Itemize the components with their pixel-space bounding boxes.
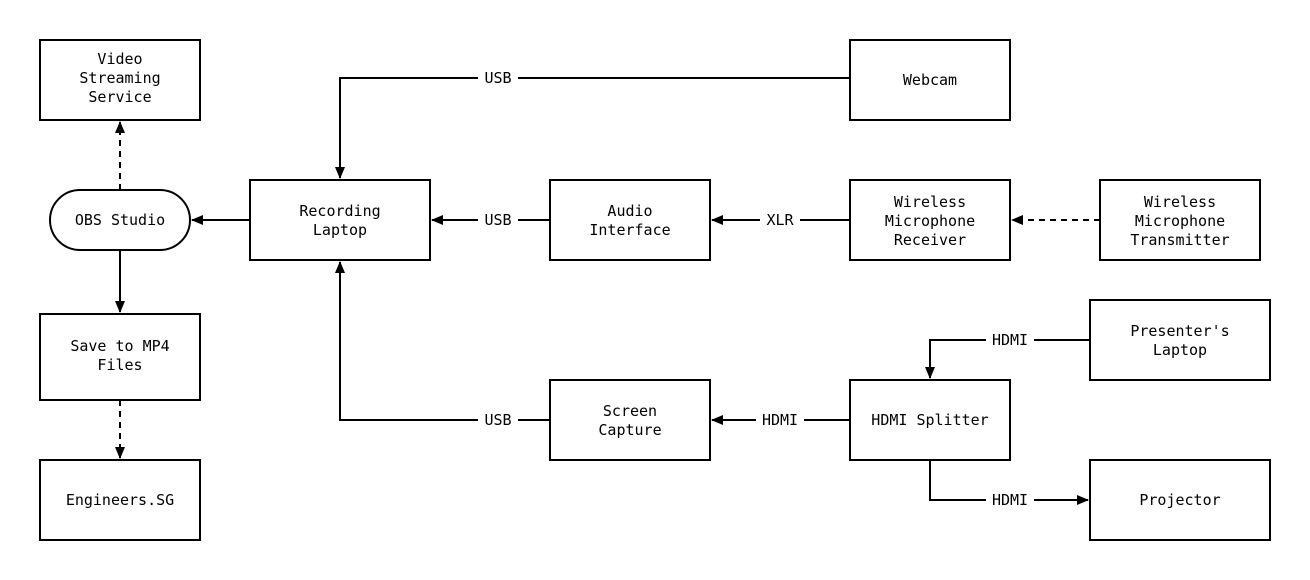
svg-text:HDMI: HDMI — [992, 491, 1028, 509]
node-wireless-microphone-receiver: Wireless Microphone Receiver — [849, 179, 1011, 261]
edge-screen-capture-to-recording-laptop — [335, 261, 550, 421]
svg-text:USB: USB — [484, 411, 511, 429]
svg-text:USB: USB — [484, 69, 511, 87]
node-presenters-laptop: Presenter's Laptop — [1089, 299, 1271, 381]
svg-text:Wireless: Wireless — [894, 193, 966, 211]
svg-text:Streaming: Streaming — [79, 69, 160, 87]
node-obs-studio: OBS Studio — [49, 189, 191, 251]
svg-text:Laptop: Laptop — [313, 221, 367, 239]
svg-text:Interface: Interface — [589, 221, 670, 239]
svg-text:Video: Video — [97, 50, 142, 68]
svg-text:Microphone: Microphone — [1135, 212, 1225, 230]
svg-text:USB: USB — [484, 211, 511, 229]
edge-splitter-to-projector — [929, 460, 1089, 505]
edge-label-splitter-capture-hdmi: HDMI — [756, 411, 804, 429]
svg-text:Presenter's: Presenter's — [1130, 322, 1229, 340]
svg-text:XLR: XLR — [766, 211, 794, 229]
svg-text:Service: Service — [88, 88, 151, 106]
svg-text:Capture: Capture — [598, 421, 661, 439]
node-audio-interface: Audio Interface — [549, 179, 711, 261]
edge-label-presenter-splitter-hdmi: HDMI — [986, 331, 1034, 349]
svg-text:HDMI Splitter: HDMI Splitter — [871, 411, 988, 429]
edge-label-webcam-usb: USB — [478, 69, 518, 87]
svg-text:Transmitter: Transmitter — [1130, 231, 1229, 249]
svg-text:Files: Files — [97, 356, 142, 374]
svg-text:OBS Studio: OBS Studio — [75, 211, 165, 229]
node-wireless-microphone-transmitter: Wireless Microphone Transmitter — [1099, 179, 1261, 261]
svg-text:Webcam: Webcam — [903, 71, 957, 89]
edge-label-splitter-projector-hdmi: HDMI — [986, 491, 1034, 509]
svg-text:HDMI: HDMI — [762, 411, 798, 429]
edge-webcam-to-recording-laptop — [335, 77, 850, 179]
node-hdmi-splitter: HDMI Splitter — [849, 379, 1011, 461]
svg-text:Audio: Audio — [607, 202, 652, 220]
node-screen-capture: Screen Capture — [549, 379, 711, 461]
svg-text:Wireless: Wireless — [1144, 193, 1216, 211]
edge-presenter-to-splitter — [925, 339, 1090, 379]
node-webcam: Webcam — [849, 39, 1011, 121]
node-save-to-mp4-files: Save to MP4 Files — [39, 313, 201, 401]
edge-label-capture-usb: USB — [478, 411, 518, 429]
svg-text:Engineers.SG: Engineers.SG — [66, 491, 174, 509]
svg-text:HDMI: HDMI — [992, 331, 1028, 349]
svg-text:Microphone: Microphone — [885, 212, 975, 230]
svg-text:Receiver: Receiver — [894, 231, 966, 249]
svg-text:Recording: Recording — [299, 202, 380, 220]
node-video-streaming-service: Video Streaming Service — [39, 39, 201, 121]
node-projector: Projector — [1089, 459, 1271, 541]
edge-label-receiver-xlr: XLR — [760, 211, 800, 229]
svg-text:Save to MP4: Save to MP4 — [70, 337, 169, 355]
svg-text:Screen: Screen — [603, 402, 657, 420]
node-recording-laptop: Recording Laptop — [249, 179, 431, 261]
svg-text:Projector: Projector — [1139, 491, 1220, 509]
node-engineers-sg: Engineers.SG — [39, 459, 201, 541]
edge-label-audio-usb: USB — [478, 211, 518, 229]
svg-text:Laptop: Laptop — [1153, 341, 1207, 359]
